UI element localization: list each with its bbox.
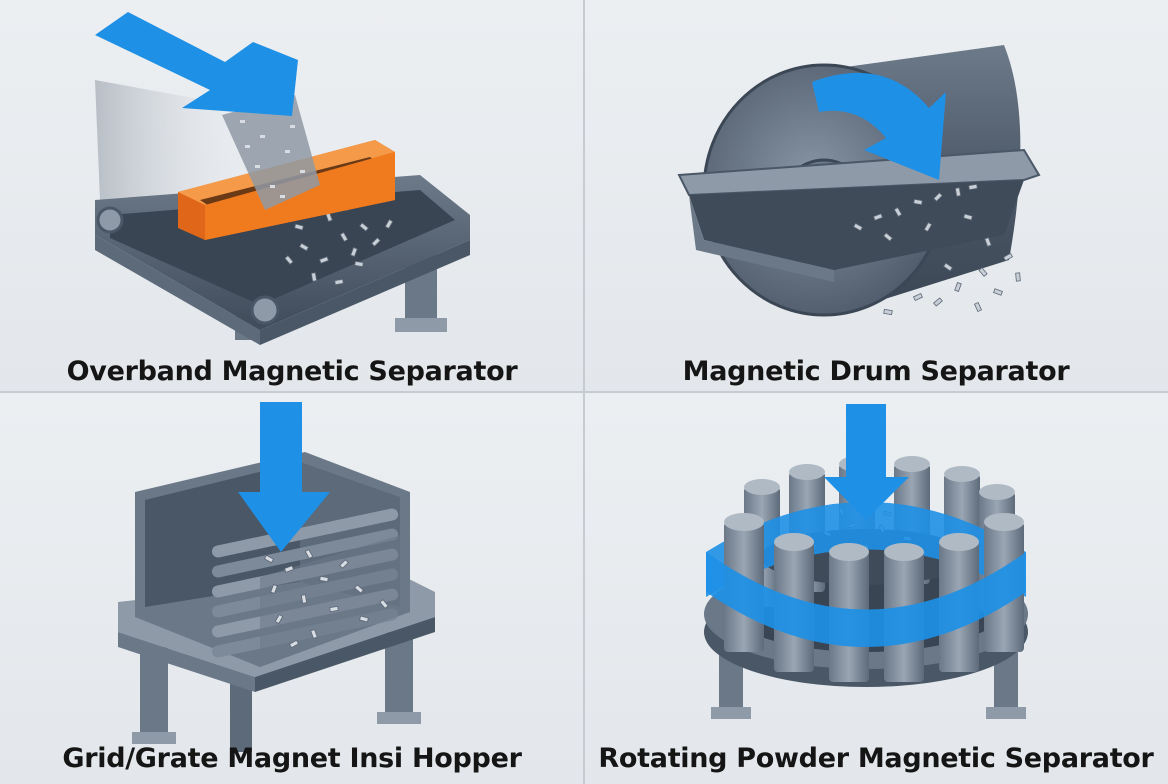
panel-rotating-separator: Rotating Powder Magnetic Separator xyxy=(584,392,1168,784)
rotating-separator-illustration xyxy=(584,392,1168,784)
horizontal-divider xyxy=(0,391,1168,393)
panel-caption: Magnetic Drum Separator xyxy=(584,356,1168,387)
overband-illustration xyxy=(0,0,584,392)
panel-overband-separator: Overband Magnetic Separator xyxy=(0,0,584,392)
grid-magnet-illustration xyxy=(0,392,584,784)
panel-drum-separator: Magnetic Drum Separator xyxy=(584,0,1168,392)
panel-grid-magnet: Grid/Grate Magnet Insi Hopper xyxy=(0,392,584,784)
drum-illustration xyxy=(584,0,1168,392)
panel-caption: Grid/Grate Magnet Insi Hopper xyxy=(0,743,584,774)
panel-caption: Overband Magnetic Separator xyxy=(0,356,584,387)
panel-caption: Rotating Powder Magnetic Separator xyxy=(584,743,1168,774)
